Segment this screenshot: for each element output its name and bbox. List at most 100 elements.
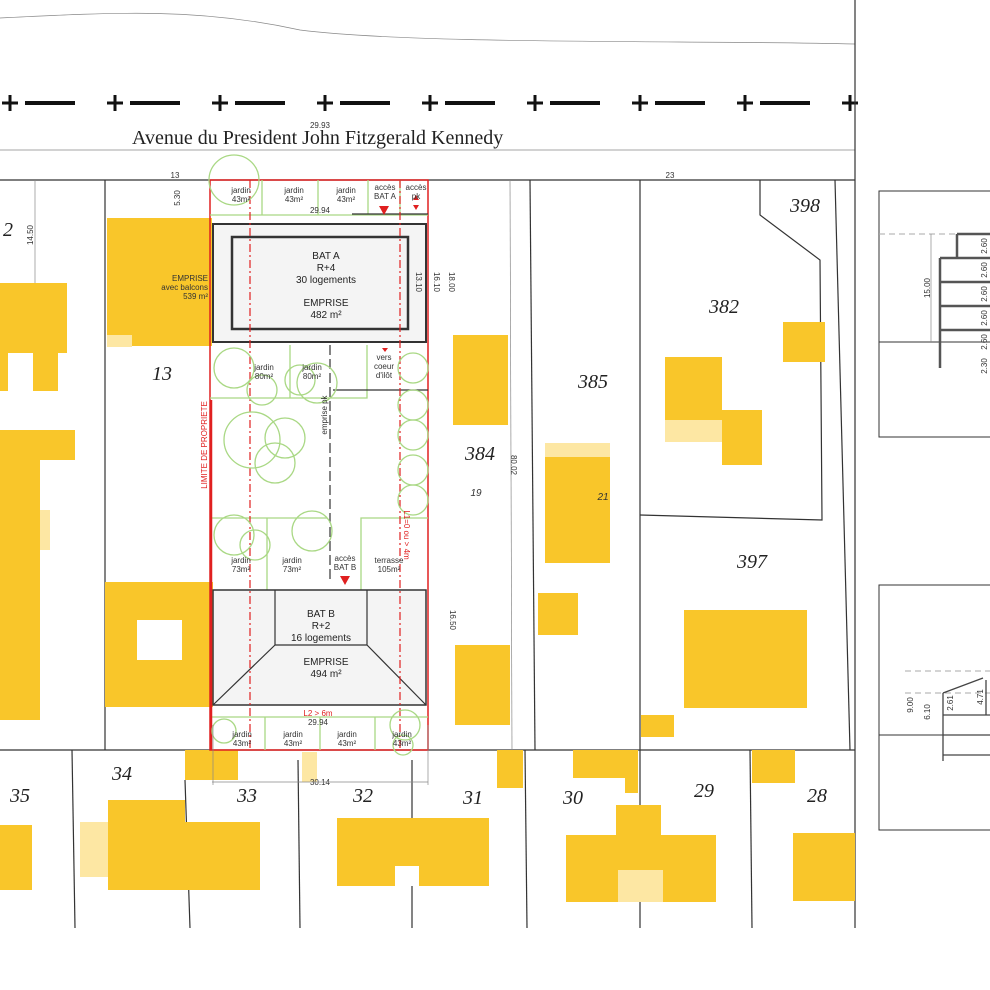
svg-text:R+4: R+4 — [317, 263, 336, 274]
svg-text:jardin: jardin — [336, 730, 357, 739]
svg-text:L1=0 ou > 4m: L1=0 ou > 4m — [402, 510, 411, 560]
svg-text:43m²: 43m² — [233, 739, 252, 748]
dim-street-width: 29.93 — [310, 121, 331, 130]
neighbour-buildings — [0, 218, 855, 902]
svg-text:482 m²: 482 m² — [310, 310, 342, 321]
svg-text:80m²: 80m² — [303, 372, 322, 381]
svg-text:9.00: 9.00 — [906, 697, 915, 713]
svg-text:18.00: 18.00 — [447, 272, 456, 293]
svg-text:385: 385 — [577, 371, 608, 393]
rail-cross — [317, 95, 333, 111]
project-site — [208, 154, 429, 756]
floor-height-label: 2.30 — [980, 358, 989, 374]
tree-canopy — [254, 442, 296, 484]
svg-text:BAT B: BAT B — [307, 609, 335, 620]
svg-text:73m²: 73m² — [232, 565, 251, 574]
svg-text:33: 33 — [236, 785, 257, 807]
svg-text:80.02: 80.02 — [509, 455, 518, 476]
tree-canopy — [213, 347, 255, 389]
svg-text:jardin: jardin — [230, 556, 251, 565]
tree-canopy — [264, 417, 306, 459]
rail-cross — [737, 95, 753, 111]
svg-text:34: 34 — [111, 763, 132, 785]
tree-canopy — [392, 734, 414, 756]
svg-text:5.30: 5.30 — [173, 190, 182, 206]
rail-cross — [527, 95, 543, 111]
svg-text:43m²: 43m² — [337, 195, 356, 204]
road-edge-line — [0, 12, 856, 45]
svg-text:384: 384 — [464, 443, 495, 465]
svg-text:35: 35 — [9, 785, 30, 807]
tree-canopy — [389, 709, 421, 741]
tree-canopy — [284, 364, 316, 396]
tree-canopy — [397, 484, 429, 516]
svg-text:32: 32 — [352, 785, 373, 807]
rail-cross — [107, 95, 123, 111]
svg-text:EMPRISE: EMPRISE — [303, 657, 348, 668]
svg-text:539 m²: 539 m² — [183, 292, 208, 301]
svg-text:L2 > 6m: L2 > 6m — [303, 709, 332, 718]
svg-text:jardin: jardin — [391, 730, 412, 739]
floor-height-label: 2.60 — [980, 286, 989, 302]
svg-text:14.50: 14.50 — [26, 224, 35, 245]
svg-text:jardin: jardin — [283, 186, 304, 195]
svg-text:13: 13 — [152, 363, 172, 385]
rail-cross — [632, 95, 648, 111]
svg-text:BAT A: BAT A — [312, 251, 340, 262]
tree-canopy — [208, 154, 260, 206]
svg-text:43m²: 43m² — [338, 739, 357, 748]
svg-text:accès: accès — [375, 183, 396, 192]
svg-text:coeur: coeur — [374, 362, 394, 371]
svg-text:LIMITE DE PROPRIETE: LIMITE DE PROPRIETE — [200, 401, 209, 489]
parcel-numbers: 2 13 384 385 382 398 397 35 34 33 32 31 … — [3, 195, 827, 809]
svg-text:jardin: jardin — [230, 186, 251, 195]
tree-canopy — [213, 514, 255, 556]
neighbour-emprise-label: EMPRISE avec balcons 539 m² — [161, 274, 208, 301]
tree-canopy — [296, 362, 338, 404]
svg-text:19: 19 — [470, 488, 482, 499]
tree-canopy — [246, 374, 278, 406]
svg-text:terrasse: terrasse — [375, 556, 404, 565]
svg-text:15.00: 15.00 — [923, 277, 932, 298]
svg-text:BAT B: BAT B — [334, 563, 356, 572]
svg-text:28: 28 — [807, 785, 827, 807]
svg-text:398: 398 — [789, 195, 820, 217]
svg-text:emprise pk: emprise pk — [320, 394, 329, 434]
svg-text:43m²: 43m² — [232, 195, 251, 204]
svg-text:accès: accès — [406, 183, 427, 192]
svg-text:23: 23 — [666, 171, 675, 180]
svg-text:43m²: 43m² — [393, 739, 412, 748]
svg-text:43m²: 43m² — [284, 739, 303, 748]
svg-text:accès: accès — [335, 554, 356, 563]
svg-text:jardin: jardin — [335, 186, 356, 195]
svg-text:13.10: 13.10 — [414, 272, 423, 293]
svg-text:43m²: 43m² — [285, 195, 304, 204]
floor-height-label: 2.60 — [980, 334, 989, 350]
svg-text:jardin: jardin — [282, 730, 303, 739]
svg-text:2: 2 — [3, 219, 13, 241]
svg-text:29: 29 — [694, 780, 714, 802]
svg-text:29.94: 29.94 — [310, 206, 331, 215]
svg-text:d'ilôt: d'ilôt — [376, 371, 393, 380]
svg-text:BAT A: BAT A — [374, 192, 397, 201]
svg-text:30.14: 30.14 — [310, 778, 331, 787]
svg-text:avec balcons: avec balcons — [161, 283, 208, 292]
rail-cross — [422, 95, 438, 111]
section-building-a: 15.00 2.602.602.602.602.602.30 — [878, 190, 990, 438]
svg-text:jardin: jardin — [253, 363, 274, 372]
tree-canopy — [211, 718, 237, 744]
tree-canopy — [223, 411, 281, 469]
rail-cross — [2, 95, 18, 111]
street-name: Avenue du President John Fitzgerald Kenn… — [132, 127, 503, 149]
tree-canopy — [291, 510, 333, 552]
floor-height-label: 2.60 — [980, 310, 989, 326]
svg-text:jardin: jardin — [231, 730, 252, 739]
svg-text:2.61: 2.61 — [946, 695, 955, 711]
rail-crosses — [2, 95, 858, 111]
dimension-labels: 13 23 5.30 14.50 29.94 13.10 16.10 18.00… — [26, 171, 675, 787]
svg-text:6.10: 6.10 — [923, 704, 932, 720]
tree-canopy — [397, 389, 429, 421]
